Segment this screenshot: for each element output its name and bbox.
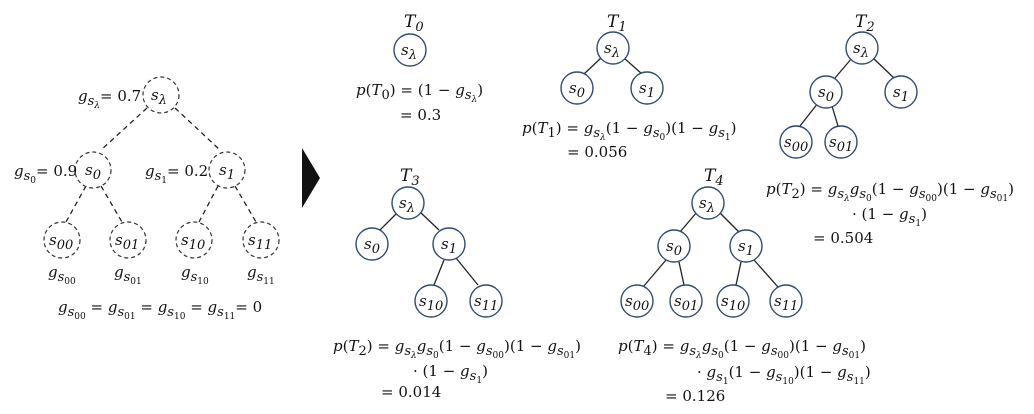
- gate-s10: gs10: [181, 263, 209, 287]
- t1-result: = 0.056: [567, 143, 627, 161]
- t2-node-s-lambda: [845, 31, 879, 65]
- edge-s0-s01: [100, 185, 123, 223]
- t0-formula: p(T0) = (1 − gsλ): [356, 81, 483, 105]
- t3-node-s11: [469, 284, 503, 318]
- t3-node-s0: [355, 227, 389, 261]
- t4-node-s01: [669, 284, 703, 318]
- t3-node-s-lambda: [391, 186, 425, 220]
- tree-t0: T0 sλ p(T0) = (1 − gsλ) = 0.3: [356, 12, 483, 124]
- tree-t4: T4 sλ s0 s1 s00 s01 s10 s11 p(T4) = gsλg…: [618, 166, 871, 405]
- gate-label-s1: gs1= 0.2: [145, 162, 208, 186]
- t2-edge-s0-s00: [799, 102, 819, 127]
- t4-node-s0: [657, 229, 691, 263]
- t2-node-s01: [824, 125, 858, 159]
- edge-root-s0: [100, 107, 148, 151]
- t2-result: = 0.504: [813, 229, 873, 247]
- t4-formula-line2: · gs1(1 − gs10)(1 − gs11): [697, 363, 871, 387]
- node-s0: [74, 151, 112, 189]
- tree-t1: T1 sλ s0 s1 p(T1) = gsλ(1 − gs0)(1 − gs1…: [522, 12, 736, 161]
- t3-node-s10: [414, 284, 448, 318]
- t4-node-s00: [620, 284, 654, 318]
- t3-edge-s1-s11: [455, 257, 479, 286]
- label-s00: s00: [49, 231, 73, 253]
- t2-node-s1: [884, 75, 918, 109]
- gate-label-s0: gs0= 0.9: [14, 162, 77, 186]
- t1-edge-right: [623, 57, 643, 75]
- t4-node-s-lambda: [691, 186, 725, 220]
- edge-s1-s10: [198, 185, 219, 223]
- t2-edge-root-s1: [872, 57, 895, 79]
- edge-root-s1: [174, 107, 221, 151]
- t3-result: = 0.014: [381, 383, 441, 401]
- t4-edge-root-s1: [718, 211, 740, 233]
- t1-node-s0: [560, 71, 594, 105]
- node-s00: [43, 221, 81, 259]
- t2-edge-s0-s01: [831, 105, 839, 127]
- t2-formula-line2: · (1 − gs1): [852, 205, 927, 229]
- t4-formula-line1: p(T4) = gsλgs0(1 − gs00)(1 − gs01): [618, 337, 866, 361]
- node-s1: [208, 151, 246, 189]
- t2-node-s0: [809, 75, 843, 109]
- t1-node-s-lambda: [596, 31, 630, 65]
- node-s11: [242, 221, 280, 259]
- title-t4: T4: [704, 166, 724, 189]
- t3-formula-line1: p(T2) = gsλgs0(1 − gs00)(1 − gs01): [333, 337, 581, 361]
- node-s01: [109, 221, 147, 259]
- t3-edge-root-s1: [419, 211, 440, 231]
- t4-edge-root-s0: [679, 211, 698, 233]
- arrow-icon: [302, 148, 320, 208]
- t4-node-s1: [729, 229, 763, 263]
- t4-node-s10: [716, 284, 750, 318]
- t4-edge-s1-s10: [735, 261, 742, 286]
- edge-s1-s11: [234, 185, 257, 223]
- t4-result: = 0.126: [665, 387, 725, 405]
- t4-edge-s1-s11: [753, 259, 779, 288]
- t3-node-s1: [432, 227, 466, 261]
- tree-t3: T3 sλ s0 s1 s10 s11 p(T2) = gsλgs0(1 − g…: [333, 166, 581, 401]
- t1-formula: p(T1) = gsλ(1 − gs0)(1 − gs1): [522, 119, 736, 143]
- t3-edge-root-s0: [379, 211, 399, 231]
- title-t1: T1: [607, 12, 627, 35]
- tree-t2: T2 sλ s0 s1 s00 s01 p(T2) = gsλgs0(1 − g…: [766, 12, 1014, 247]
- bottom-gates-equation: gs00 = gs01 = gs10 = gs11= 0: [58, 298, 262, 322]
- title-t0: T0: [404, 12, 424, 35]
- t1-node-s1: [630, 71, 664, 105]
- gate-s00: gs00: [48, 263, 76, 287]
- t1-edge-left: [583, 57, 602, 75]
- t4-node-s11: [769, 284, 803, 318]
- t0-result: = 0.3: [400, 106, 441, 124]
- edge-s0-s00: [65, 185, 87, 223]
- t2-node-s00: [779, 125, 813, 159]
- t4-edge-s0-s01: [678, 261, 685, 286]
- t4-edge-s0-s00: [642, 259, 667, 288]
- gate-s11: gs11: [247, 263, 275, 287]
- gate-label-s-lambda: gsλ= 0.7: [78, 87, 141, 111]
- t2-formula-line1: p(T2) = gsλgs0(1 − gs00)(1 − gs01): [766, 180, 1014, 204]
- title-t3: T3: [400, 166, 420, 189]
- full-tree: sλ s0 s1 s00 s01 s10 s11 gsλ= 0.7 gs0= 0…: [14, 76, 280, 322]
- node-s10: [175, 221, 213, 259]
- t2-edge-root-s0: [834, 57, 853, 79]
- gate-s01: gs01: [114, 263, 142, 287]
- t3-edge-s1-s10: [433, 259, 445, 286]
- node-s-lambda: [142, 76, 180, 114]
- t0-node-s-lambda: [393, 33, 427, 67]
